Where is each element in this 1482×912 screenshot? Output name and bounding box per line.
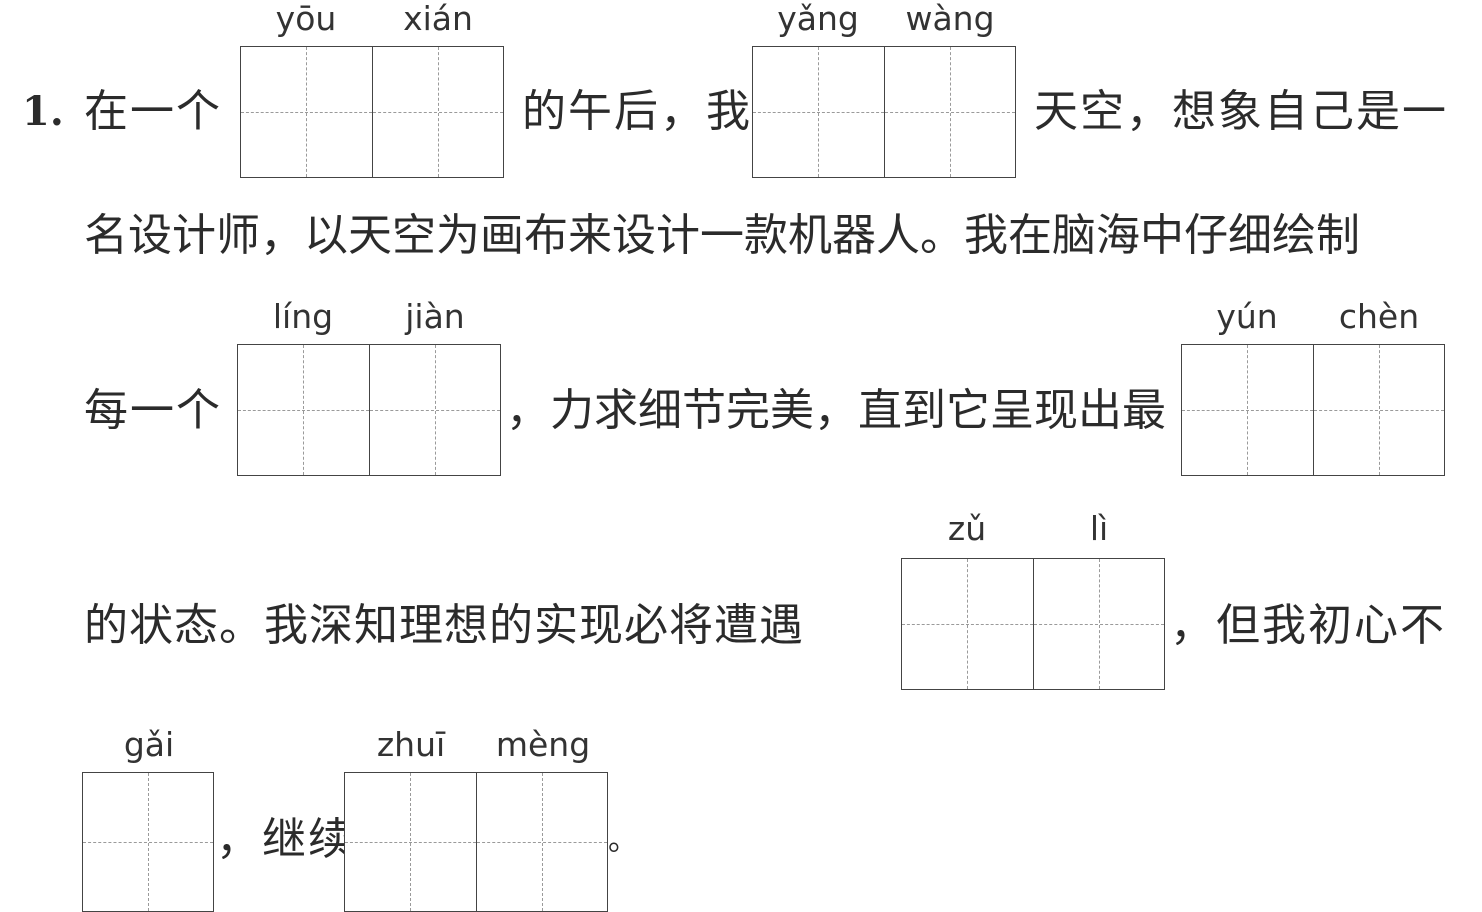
answer-box-3[interactable]: [237, 344, 501, 476]
character-cell[interactable]: [1182, 345, 1313, 475]
character-cell[interactable]: [1032, 559, 1165, 689]
character-cell[interactable]: [902, 559, 1033, 689]
character-cell[interactable]: [753, 47, 884, 177]
character-cell[interactable]: [371, 47, 504, 177]
answer-box-4[interactable]: [1181, 344, 1445, 476]
pinyin-label: yún: [1216, 297, 1278, 336]
answer-box-2[interactable]: [752, 46, 1016, 178]
character-cell[interactable]: [345, 773, 476, 911]
sentence-period: 。: [608, 823, 640, 858]
character-cell[interactable]: [475, 773, 608, 911]
answer-box-7[interactable]: [344, 772, 608, 912]
character-cell[interactable]: [238, 345, 369, 475]
sentence-fragment-2: 的午后，我: [522, 86, 752, 137]
sentence-fragment-1: 在一个: [84, 86, 222, 137]
sentence-fragment-5: 每一个: [84, 385, 222, 436]
pinyin-label: zhuī: [376, 725, 446, 764]
sentence-fragment-3: 天空，想象自己是一: [1034, 86, 1448, 137]
pinyin-label: lì: [1089, 509, 1109, 548]
character-cell[interactable]: [883, 47, 1016, 177]
character-cell[interactable]: [83, 773, 213, 911]
character-cell[interactable]: [241, 47, 372, 177]
character-cell[interactable]: [368, 345, 501, 475]
pinyin-label: wàng: [905, 0, 995, 38]
answer-box-5[interactable]: [901, 558, 1165, 690]
pinyin-label: yǎng: [777, 0, 859, 38]
pinyin-label: yōu: [275, 0, 337, 38]
pinyin-label: jiàn: [405, 297, 465, 336]
pinyin-label: zǔ: [947, 509, 987, 548]
sentence-fragment-9: ，继续: [216, 814, 354, 865]
pinyin-label: líng: [272, 297, 334, 336]
sentence-fragment-8: ，但我初心不: [1170, 600, 1446, 651]
pinyin-label: mèng: [495, 725, 591, 764]
question-number: 1.: [22, 88, 64, 135]
answer-box-6[interactable]: [82, 772, 214, 912]
sentence-fragment-4: 名设计师，以天空为画布来设计一款机器人。我在脑海中仔细绘制: [84, 210, 1360, 261]
pinyin-label: xián: [403, 0, 473, 38]
pinyin-label: gǎi: [123, 725, 175, 764]
sentence-fragment-6: ，力求细节完美，直到它呈现出最: [506, 385, 1166, 436]
answer-box-1[interactable]: [240, 46, 504, 178]
pinyin-label: chèn: [1338, 297, 1420, 336]
sentence-fragment-7: 的状态。我深知理想的实现必将遭遇: [84, 600, 804, 651]
character-cell[interactable]: [1312, 345, 1445, 475]
